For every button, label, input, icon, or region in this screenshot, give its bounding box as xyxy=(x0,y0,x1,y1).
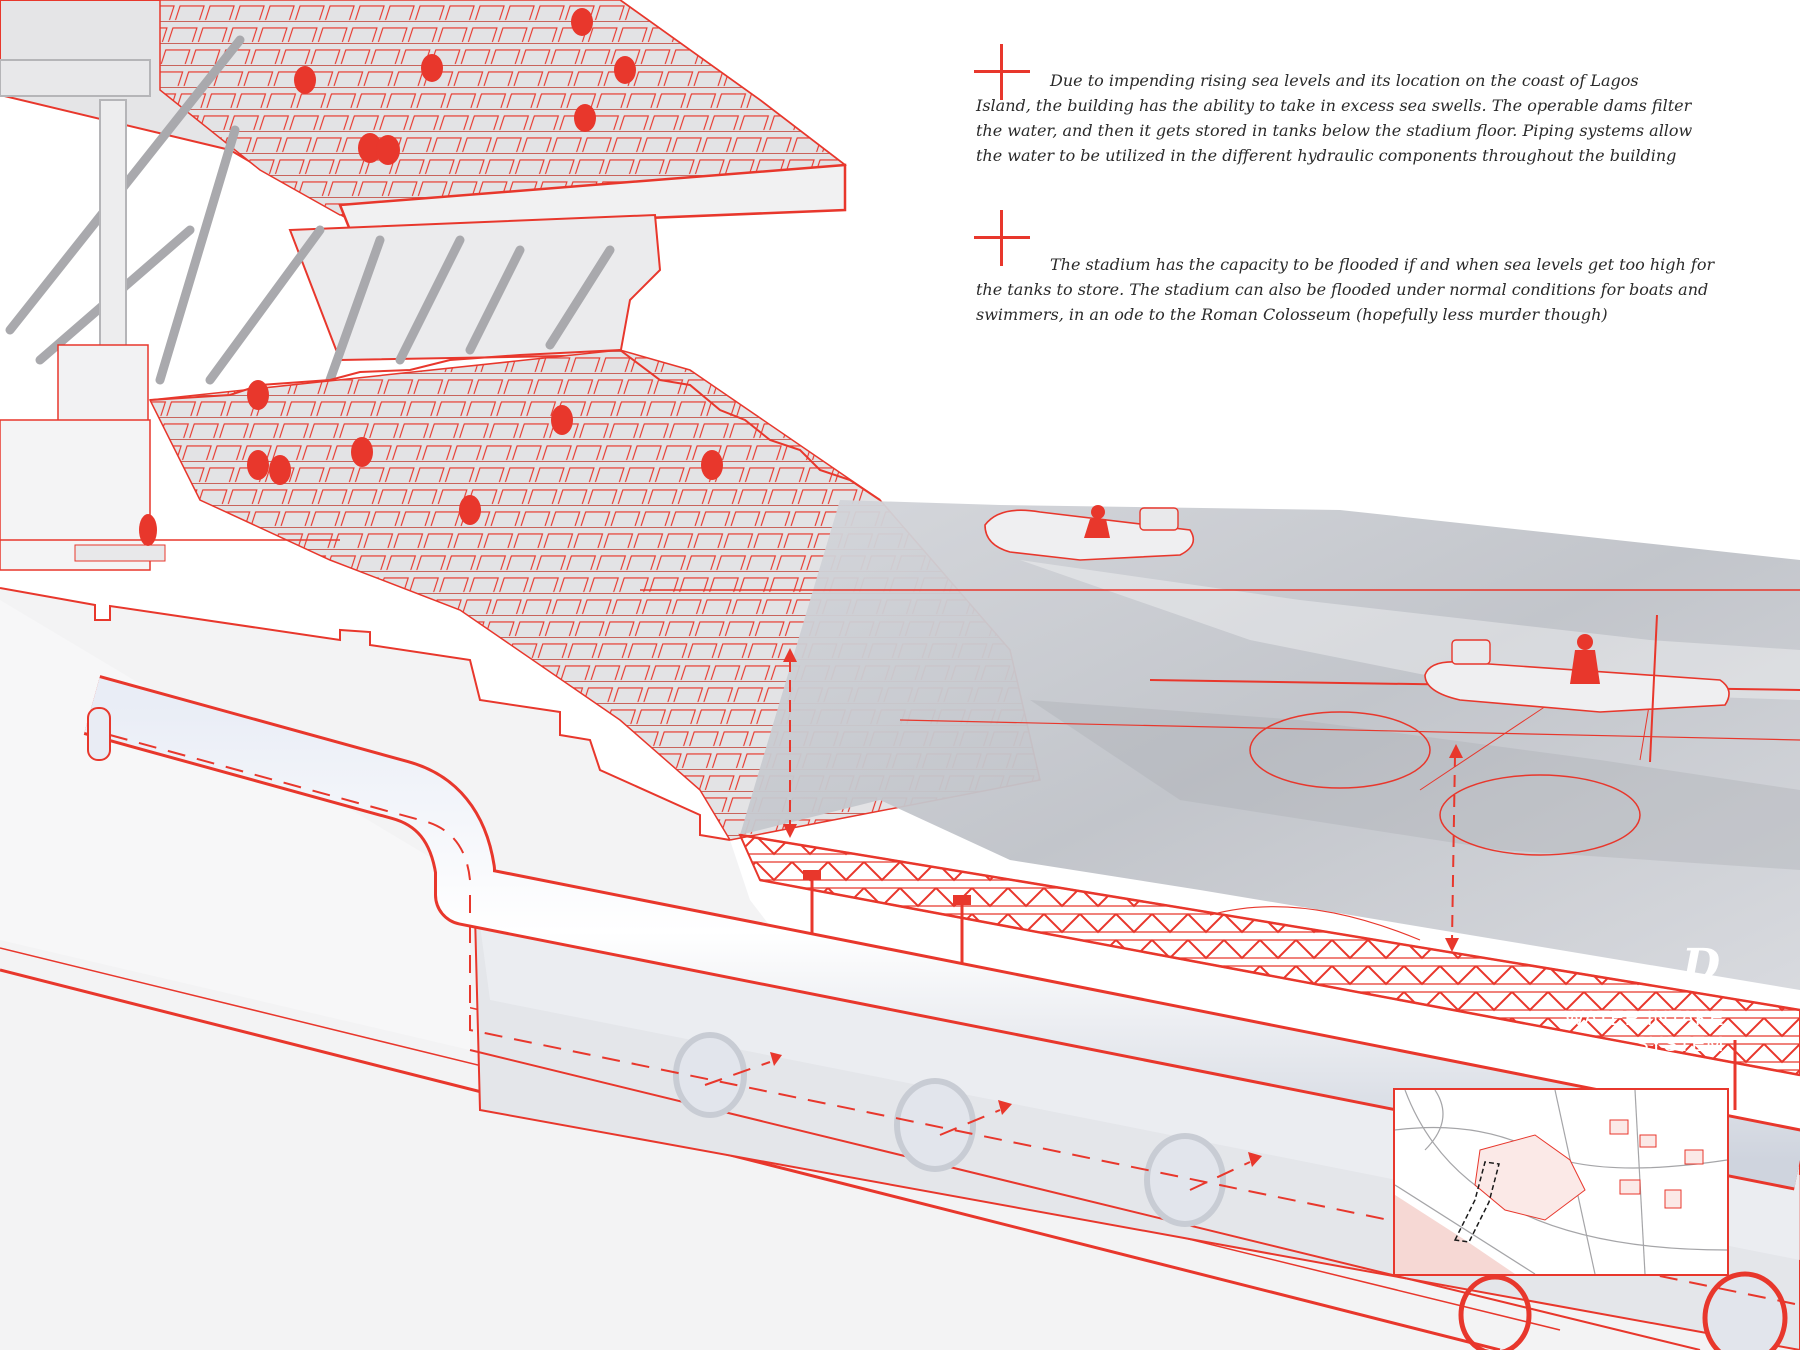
intake-ports xyxy=(673,1032,1788,1350)
flow-path xyxy=(469,895,1800,1306)
annotation-text: Due to impending rising sea levels and i… xyxy=(976,71,1693,165)
intake-pipe xyxy=(83,675,1800,1191)
site-location-map xyxy=(1393,1088,1729,1276)
floor-truss xyxy=(738,833,1800,1110)
annotation-flooded-stadium: The stadium has the capacity to be flood… xyxy=(974,210,1734,330)
structural-frame xyxy=(5,35,615,385)
plus-marker-icon xyxy=(974,44,1030,100)
annotation-flood-intake: Due to impending rising sea levels and i… xyxy=(974,44,1734,174)
boat-left xyxy=(984,505,1195,561)
upper-stand xyxy=(0,0,847,362)
annotation-text: The stadium has the capacity to be flood… xyxy=(976,255,1715,324)
section-title: WATER INTAKE SYSTEM xyxy=(1564,1007,1724,1056)
boat-right xyxy=(1424,614,1730,763)
overflow-arrows xyxy=(789,660,1456,941)
section-letter: D xyxy=(1682,940,1721,991)
flooded-pitch xyxy=(640,500,1800,990)
overflow-arrowheads xyxy=(783,648,1463,952)
plus-marker-icon xyxy=(974,210,1030,266)
flow-arrowheads xyxy=(770,1052,1262,1167)
spectator-figures xyxy=(139,8,723,546)
